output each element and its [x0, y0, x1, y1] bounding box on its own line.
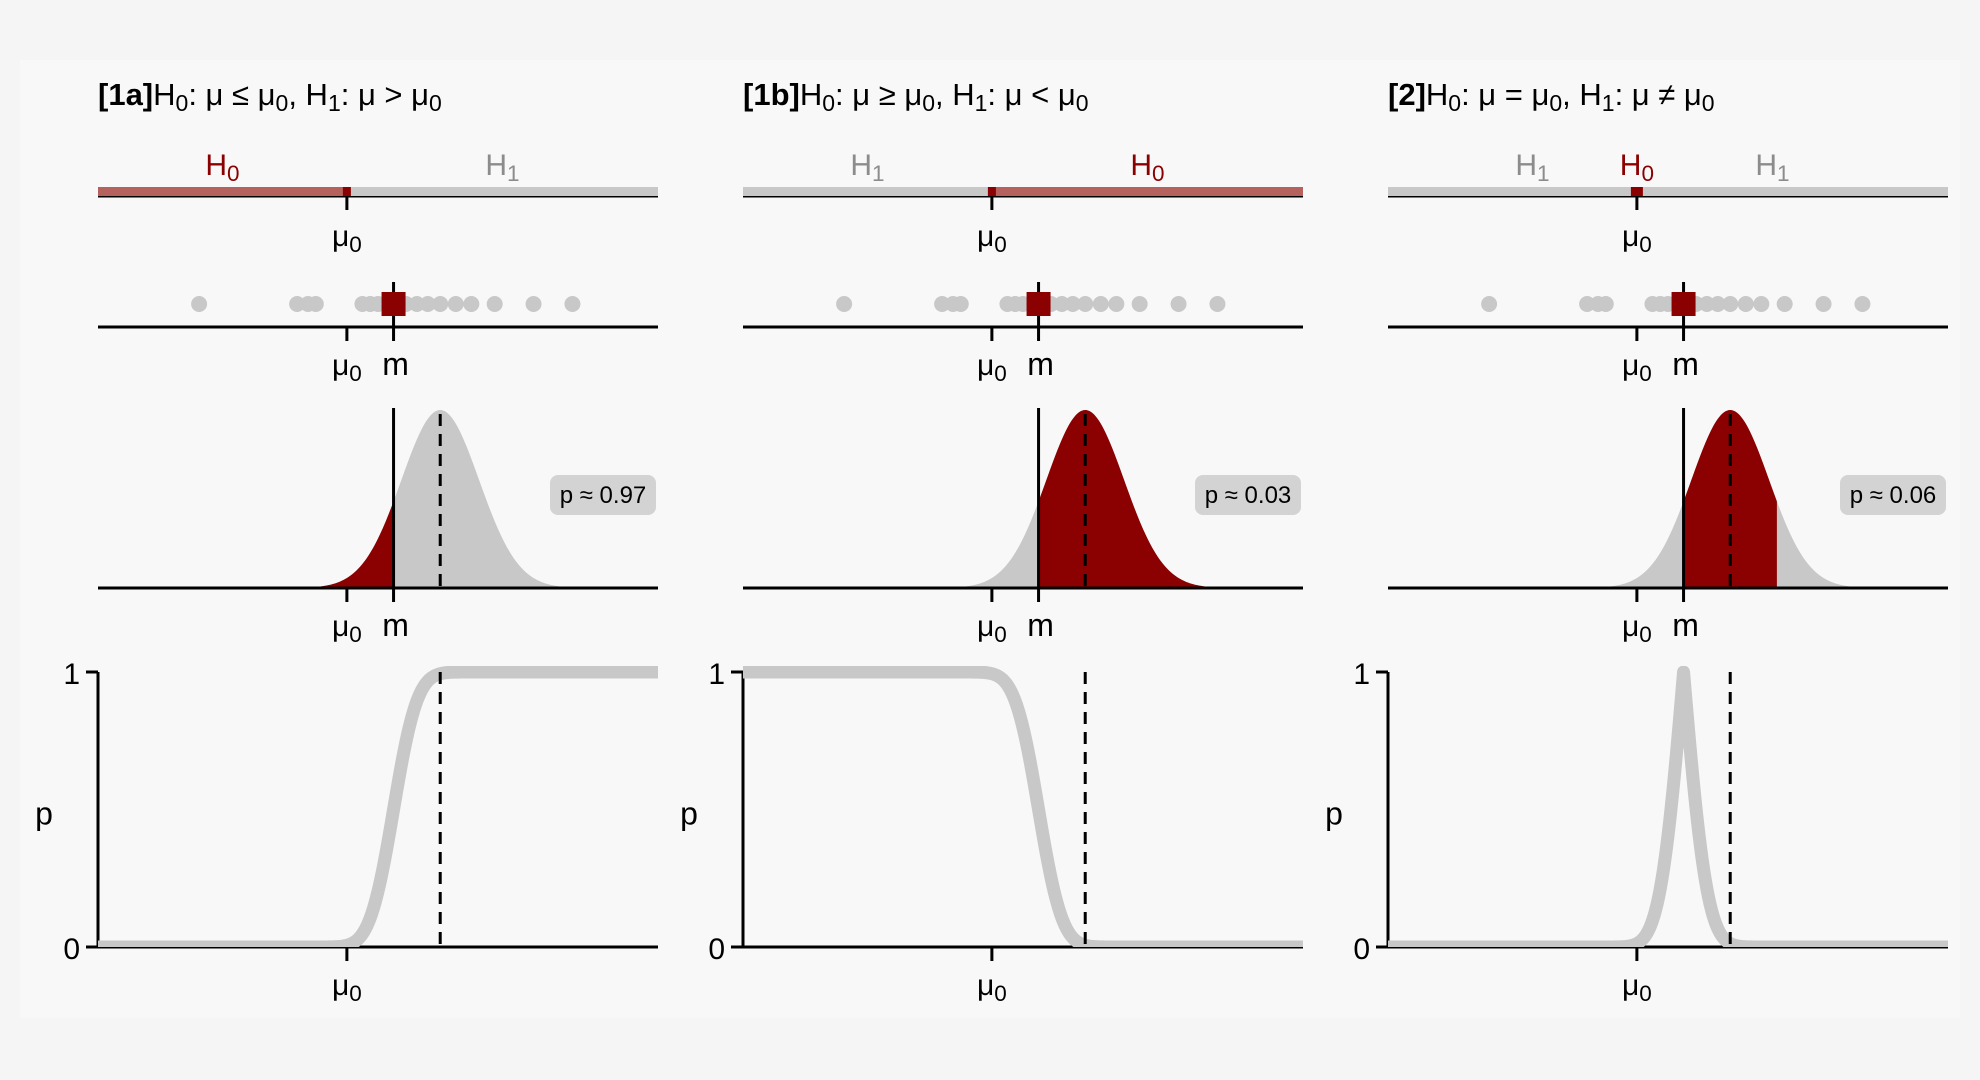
panel-2: [2]H0: μ = μ0, H1: μ ≠ μ0 H0 H1 H1 μ0 μ0 m μ0 m p…: [1325, 77, 1948, 1006]
mu0-tick-label: μ0: [977, 349, 1007, 386]
p-value-area: [284, 501, 394, 588]
h0-label: H0: [1620, 149, 1654, 186]
h1-region: [1388, 187, 1948, 196]
mu0-tick-label: μ0: [332, 220, 362, 257]
y-tick-label: 1: [708, 658, 725, 691]
p-value-text: p ≈ 0.06: [1850, 482, 1937, 509]
sample-point: [1064, 296, 1081, 312]
sample-point: [1108, 296, 1125, 312]
sample-point: [432, 296, 449, 312]
sample-point: [1597, 296, 1614, 312]
p-value-text: p ≈ 0.03: [1205, 482, 1292, 509]
mu0-tick-label: μ0: [332, 969, 362, 1006]
mu0-tick-label: μ0: [977, 220, 1007, 257]
h0-label: H0: [205, 149, 239, 186]
sample-point: [1092, 296, 1109, 312]
mu0-tick-label: μ0: [977, 610, 1007, 647]
p-value-curve: [98, 666, 658, 947]
h1-label: H1: [850, 149, 884, 186]
mu0-tick-label: μ0: [1622, 610, 1652, 647]
sample-point: [525, 296, 542, 312]
sample-mean-marker: [381, 292, 406, 316]
h0-region: [98, 187, 347, 196]
panel-title: [1b]H0: μ ≥ μ0, H1: μ < μ0: [743, 77, 1089, 116]
m-tick-label: m: [382, 607, 409, 643]
panel-label: [2]: [1388, 77, 1426, 112]
sample-mean-marker: [1671, 292, 1696, 316]
sample-point: [307, 296, 324, 312]
figure-background: [20, 60, 1960, 1018]
mu0-tick-label: μ0: [977, 969, 1007, 1006]
sample-point: [1481, 296, 1498, 312]
sample-point: [1737, 296, 1754, 312]
sample-mean-marker: [1026, 292, 1051, 316]
mu0-tick-label: μ0: [332, 349, 362, 386]
p-value-text: p ≈ 0.97: [560, 482, 647, 509]
sample-point: [191, 296, 208, 312]
sample-point: [836, 296, 853, 312]
m-tick-label: m: [1027, 346, 1054, 382]
mu0-marker: [342, 187, 351, 196]
sample-point: [1209, 296, 1226, 312]
sample-point: [1077, 296, 1094, 312]
y-tick-label: 0: [708, 933, 725, 966]
sample-point: [463, 296, 480, 312]
y-tick-label: 1: [1353, 658, 1370, 691]
h0-label: H0: [1130, 149, 1164, 186]
sample-point: [1709, 296, 1726, 312]
m-tick-label: m: [1672, 346, 1699, 382]
mu0-marker: [987, 187, 996, 196]
sample-point: [1722, 296, 1739, 312]
sample-point: [564, 296, 581, 312]
h1-label: H1: [485, 149, 519, 186]
panel-title: [2]H0: μ = μ0, H1: μ ≠ μ0: [1388, 77, 1715, 116]
panel-1a: [1a]H0: μ ≤ μ0, H1: μ > μ0 H0 H1 μ0 μ0 m μ0 m p …: [35, 77, 658, 1006]
sample-point: [486, 296, 503, 312]
m-tick-label: m: [1672, 607, 1699, 643]
sample-point: [447, 296, 464, 312]
panel-title: [1a]H0: μ ≤ μ0, H1: μ > μ0: [98, 77, 442, 116]
sample-point: [419, 296, 436, 312]
y-tick-label: 0: [63, 933, 80, 966]
y-axis-label: p: [1325, 796, 1343, 832]
panel-label: [1b]: [743, 77, 800, 112]
h0-region: [991, 187, 1303, 196]
mu0-tick-label: μ0: [1622, 969, 1652, 1006]
sample-point: [1776, 296, 1793, 312]
y-axis-label: p: [35, 796, 53, 832]
h1-label-left: H1: [1515, 149, 1549, 186]
mu0-tick-label: μ0: [332, 610, 362, 647]
sample-point: [1815, 296, 1832, 312]
h1-region: [346, 187, 658, 196]
h1-label-right: H1: [1755, 149, 1789, 186]
m-tick-label: m: [1027, 607, 1054, 643]
p-value-curve: [743, 666, 1303, 947]
sample-point: [1854, 296, 1871, 312]
panel-1b: [1b]H0: μ ≥ μ0, H1: μ < μ0 H1 H0 μ0 μ0 m μ0 m p …: [680, 77, 1303, 1006]
h1-region: [743, 187, 992, 196]
y-axis-label: p: [680, 796, 698, 832]
sample-point: [952, 296, 969, 312]
p-value-badge: [1195, 475, 1301, 515]
y-tick-label: 0: [1353, 933, 1370, 966]
sample-point: [1131, 296, 1148, 312]
sample-point: [1753, 296, 1770, 312]
panel-label: [1a]: [98, 77, 153, 112]
p-value-badge: [1840, 475, 1946, 515]
mu0-marker: [1632, 187, 1641, 196]
p-value-badge: [550, 475, 656, 515]
mu0-tick-label: μ0: [1622, 220, 1652, 257]
mu0-tick-label: μ0: [1622, 349, 1652, 386]
p-value-curve: [1388, 666, 1948, 947]
m-tick-label: m: [382, 346, 409, 382]
y-tick-label: 1: [63, 658, 80, 691]
p-value-area: [1038, 410, 1241, 588]
sample-point: [1170, 296, 1187, 312]
